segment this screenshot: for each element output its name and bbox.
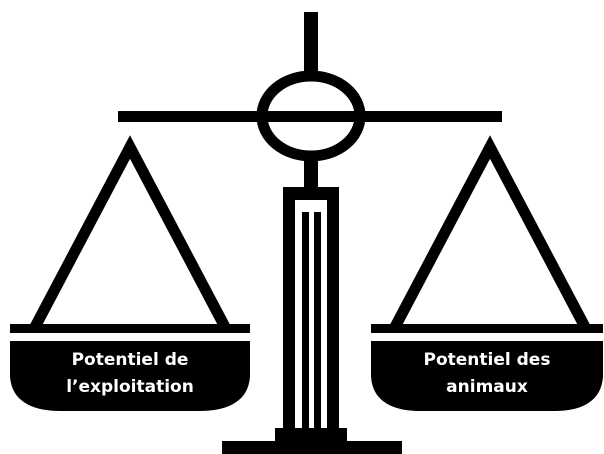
base-step-upper (275, 428, 347, 442)
left-pan-bowl (10, 341, 250, 411)
right-pan-bowl (371, 341, 603, 411)
base-plinth (222, 441, 402, 454)
right-pan-rim (371, 324, 603, 333)
left-pan-rim (10, 324, 250, 333)
left-pan-label-line1: Potentiel de (72, 350, 189, 370)
column-pillar-center-right (314, 212, 321, 432)
right-pan-label-line1: Potentiel des (424, 350, 551, 370)
right-pan-strings (390, 135, 590, 330)
right-pan-label-line2: animaux (446, 377, 528, 397)
column-cap (283, 187, 339, 215)
left-pan-strings (30, 135, 230, 330)
column-pillar-right (327, 200, 339, 432)
top-spindle (304, 12, 318, 76)
scale-beam (118, 111, 502, 122)
left-pan-label-line2: l’exploitation (66, 377, 194, 397)
pivot-neck (304, 155, 318, 191)
column-pillar-center-left (302, 212, 309, 432)
column-pillar-left (283, 200, 295, 432)
